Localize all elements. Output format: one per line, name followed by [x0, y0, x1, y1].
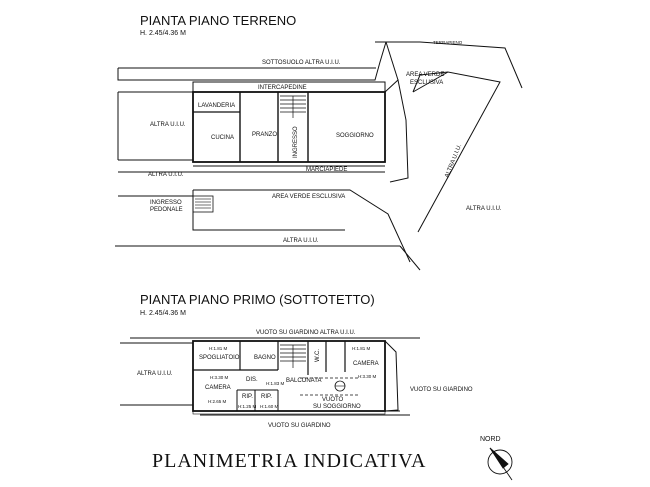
footer-title: PLANIMETRIA INDICATIVA [152, 450, 427, 472]
label-vuoto-soggiorno-2: SU SOGGIORNO [313, 404, 361, 410]
first-floor-title: PIANTA PIANO PRIMO (SOTTOTETTO) [140, 292, 375, 307]
label-area-verde-top: AREA VERDE [406, 72, 444, 78]
label-intercapedine: INTERCAPEDINE [258, 85, 307, 91]
label-sottosuolo: SOTTOSUOLO ALTRA U.I.U. [262, 60, 341, 66]
label-h125: H:1.25 M [238, 404, 257, 409]
label-marciapiede: MARCIAPIEDE [306, 167, 347, 173]
sottosuolo-outline [117, 41, 387, 81]
terrapieno-line [375, 41, 523, 89]
label-vuoto-bottom: VUOTO SU GIARDINO [268, 423, 331, 429]
ground-floor-title: PIANTA PIANO TERRENO [140, 13, 297, 28]
label-rip-1: RIP. [242, 394, 253, 400]
label-lavanderia: LAVANDERIA [198, 103, 235, 109]
label-altra-uiu-left-low: ALTRA U.I.U. [148, 172, 184, 178]
label-soggiorno: SOGGIORNO [336, 133, 374, 139]
label-bagno: BAGNO [254, 355, 276, 361]
label-dis: DIS. [246, 377, 258, 383]
label-camera-left: CAMERA [205, 385, 231, 391]
altra-uiu-diagonal-outline [412, 71, 501, 233]
compass-north-icon [487, 447, 513, 481]
label-camera-right: CAMERA [353, 361, 379, 367]
label-cucina: CUCINA [211, 135, 234, 141]
label-ingresso: INGRESSO [293, 126, 299, 158]
label-pranzo: PRANZO [252, 132, 277, 138]
label-vuoto-top: VUOTO SU GIARDINO ALTRA U.I.U. [256, 330, 356, 336]
label-ingresso-pedonale-2: PEDONALE [150, 207, 183, 213]
label-altra-uiu-diagonal: ALTRA U.I.U. [444, 143, 463, 179]
label-terrapieno: TERRAPIENO [433, 40, 463, 45]
ground-floor-height: H. 2.45/4.36 M [140, 30, 186, 37]
first-floor-height: H. 2.45/4.36 M [140, 310, 186, 317]
label-h265: H:2.65 M [208, 399, 227, 404]
label-h181-right: H:1.81 M [352, 346, 371, 351]
label-area-verde-esclusiva: AREA VERDE ESCLUSIVA [272, 194, 345, 200]
label-vuoto-soggiorno-1: VUOTO [322, 397, 344, 403]
label-balconata: BALCONATA [286, 378, 321, 384]
label-esclusiva-top: ESCLUSIVA [410, 80, 443, 86]
label-spogliatoio: SPOGLIATOIO [199, 355, 240, 361]
label-h330-right: H:3.30 M [358, 374, 377, 379]
label-altra-uiu-right: ALTRA U.I.U. [466, 206, 502, 212]
ground-main-building [192, 91, 386, 163]
label-h183: H:1.83 M [266, 381, 285, 386]
label-rip-2: RIP. [261, 394, 272, 400]
label-h181-left: H:1.81 M [209, 346, 228, 351]
label-altra-uiu-first: ALTRA U.I.U. [137, 371, 173, 377]
label-ingresso-pedonale-1: INGRESSO [150, 200, 182, 206]
label-vuoto-right: VUOTO SU GIARDINO [410, 387, 473, 393]
label-h330-left: H:3.30 M [210, 375, 229, 380]
label-altra-uiu-left: ALTRA U.I.U. [150, 122, 186, 128]
compass-label: NORD [480, 436, 501, 443]
label-wc: W.C. [315, 349, 321, 362]
label-altra-uiu-bottom: ALTRA U.I.U. [283, 238, 319, 244]
label-h160: H:1.60 M [260, 404, 279, 409]
